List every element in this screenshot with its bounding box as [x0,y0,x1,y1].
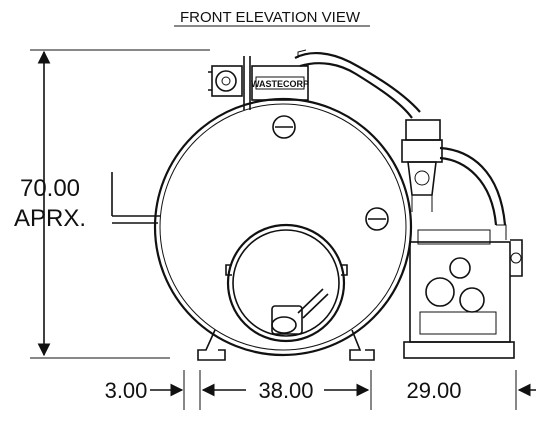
dim-tank-width: 38.00 [258,378,313,403]
rear-door [225,223,348,343]
dim-pump-width: 29.00 [406,378,461,403]
side-hatch [365,207,389,231]
top-hatch [272,115,296,139]
top-equipment: WASTECORP [208,56,309,110]
height-dimension-value: 70.00 [20,175,80,202]
drawing-title: FRONT ELEVATION VIEW [180,9,361,26]
valve-assembly [401,119,443,212]
dim-left-offset: 3.00 [105,378,148,403]
tank-feet [197,329,375,361]
tank [111,97,413,361]
pump-unit [403,224,523,359]
brand-label: WASTECORP [251,79,309,89]
height-dimension-note: APRX. [14,205,86,232]
hose [294,49,507,226]
